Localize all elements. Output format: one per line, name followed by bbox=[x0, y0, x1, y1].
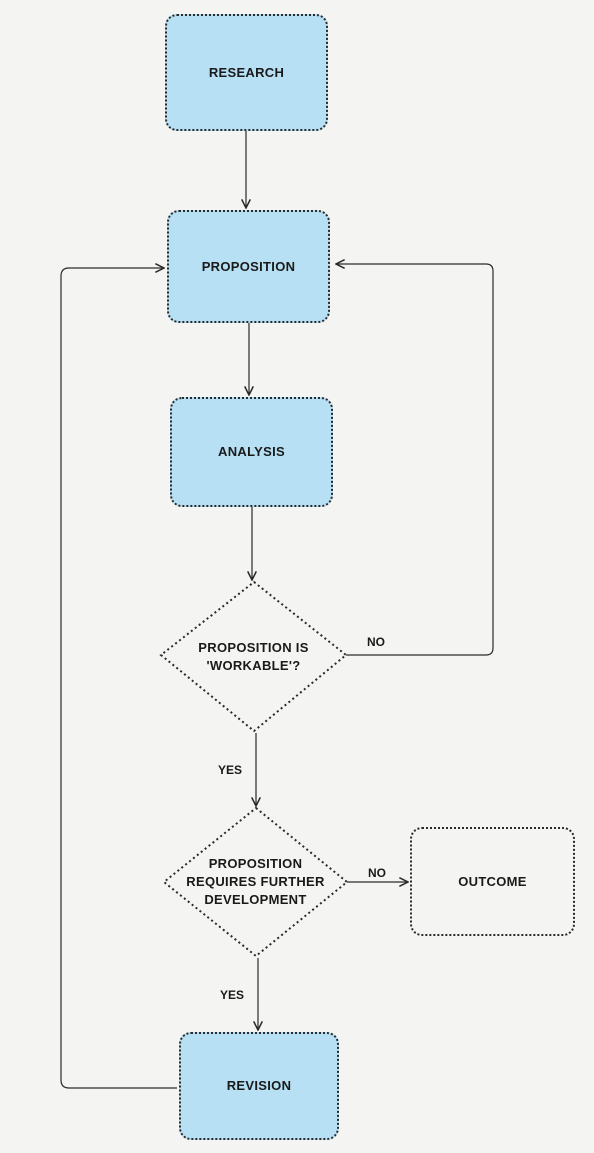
revision-box: REVISION bbox=[179, 1032, 339, 1140]
proposition-box: PROPOSITION bbox=[167, 210, 330, 323]
decision-further: PROPOSITION REQUIRES FURTHER DEVELOPMENT bbox=[164, 808, 347, 956]
outcome-box: OUTCOME bbox=[410, 827, 575, 936]
decision-workable-label: PROPOSITION IS 'WORKABLE'? bbox=[198, 639, 309, 673]
outcome-label: OUTCOME bbox=[458, 873, 527, 889]
edge-label-further-no: NO bbox=[368, 866, 386, 880]
revision-label: REVISION bbox=[226, 1078, 292, 1093]
decision-workable-shape bbox=[159, 580, 348, 733]
research-label: RESEARCH bbox=[208, 64, 285, 80]
arrow-revision-loop bbox=[60, 268, 177, 1089]
research-box: RESEARCH bbox=[165, 14, 328, 131]
proposition-label: PROPOSITION bbox=[201, 258, 296, 274]
arrow-workable-no-loop bbox=[336, 264, 494, 656]
decision-workable: PROPOSITION IS 'WORKABLE'? bbox=[161, 582, 346, 731]
edge-label-further-yes: YES bbox=[220, 988, 245, 1002]
edge-label-workable-no: NO bbox=[367, 635, 385, 649]
analysis-box: ANALYSIS bbox=[170, 397, 333, 507]
analysis-label: ANALYSIS bbox=[218, 444, 285, 459]
decision-further-label: PROPOSITION REQUIRES FURTHER DEVELOPMENT bbox=[186, 856, 325, 907]
edge-label-workable-yes: YES bbox=[218, 763, 243, 777]
